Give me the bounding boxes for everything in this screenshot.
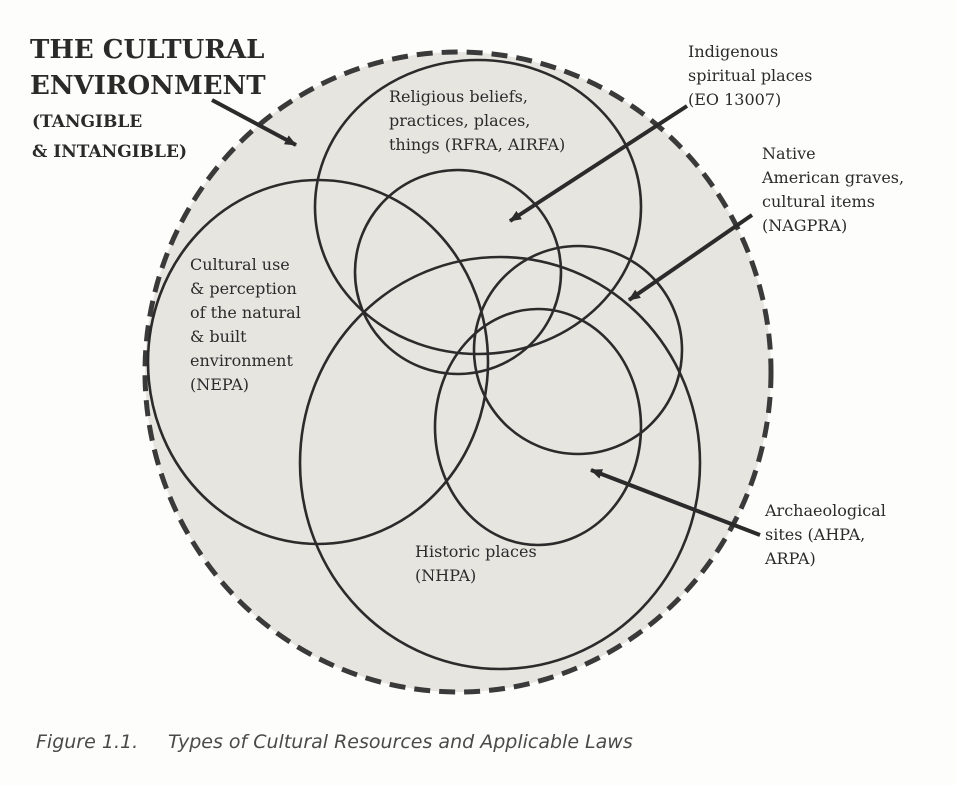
label-historic-line-1: Historic places [415,542,537,561]
label-indigenous-line-2: spiritual places [688,66,812,85]
arrow-native [627,213,754,302]
label-archaeological-line-3: ARPA) [764,549,816,568]
label-cultural-line-4: & built [190,327,247,346]
label-archaeological-line-2: sites (AHPA, [765,525,865,544]
label-religious-beliefs: Religious beliefs, practices, places, th… [389,87,565,154]
label-indigenous: Indigenous spiritual places (EO 13007) [688,42,817,109]
label-native-line-4: (NAGPRA) [762,216,847,235]
circle-cultural-use-nepa [146,178,490,546]
label-archaeological: Archaeological sites (AHPA, ARPA) [764,501,891,568]
subtitle-line-2: & INTANGIBLE) [32,142,187,162]
label-religious-line-2: practices, places, [389,111,530,130]
title-line-2: ENVIRONMENT [30,71,266,101]
label-cultural-use: Cultural use & perception of the natural… [190,255,306,394]
circle-archaeological-sites [433,307,643,547]
title-line-1: THE CULTURAL [30,35,264,65]
cultural-environment-boundary [142,49,774,695]
label-religious-line-3: things (RFRA, AIRFA) [389,135,565,154]
label-native-line-3: cultural items [762,192,875,211]
arrow-title [211,98,297,147]
label-cultural-line-1: Cultural use [190,255,290,274]
circle-religious-beliefs [313,58,643,356]
label-native-american: Native American graves, cultural items (… [761,144,909,235]
arrow-archaeological [590,468,761,537]
label-cultural-line-3: of the natural [190,303,301,322]
label-native-line-1: Native [762,144,816,163]
label-archaeological-line-1: Archaeological [764,501,886,520]
label-historic-line-2: (NHPA) [415,566,476,585]
label-indigenous-line-1: Indigenous [688,42,778,61]
figure-caption-text: Types of Cultural Resources and Applicab… [168,731,633,753]
circle-historic-places-nhpa [298,255,702,671]
label-cultural-line-6: (NEPA) [190,375,249,394]
label-historic-places: Historic places (NHPA) [415,542,542,585]
arrow-indigenous [508,104,689,223]
figure-caption-number: Figure 1.1. [36,731,138,753]
label-native-line-2: American graves, [761,168,904,187]
label-religious-line-1: Religious beliefs, [389,87,528,106]
subtitle-line-1: (TANGIBLE [32,112,142,132]
circle-indigenous-spiritual-places [353,168,563,376]
label-cultural-line-2: & perception [190,279,297,298]
label-cultural-line-5: environment [190,351,293,370]
circle-native-american-graves [472,244,684,456]
label-indigenous-line-3: (EO 13007) [688,90,781,109]
